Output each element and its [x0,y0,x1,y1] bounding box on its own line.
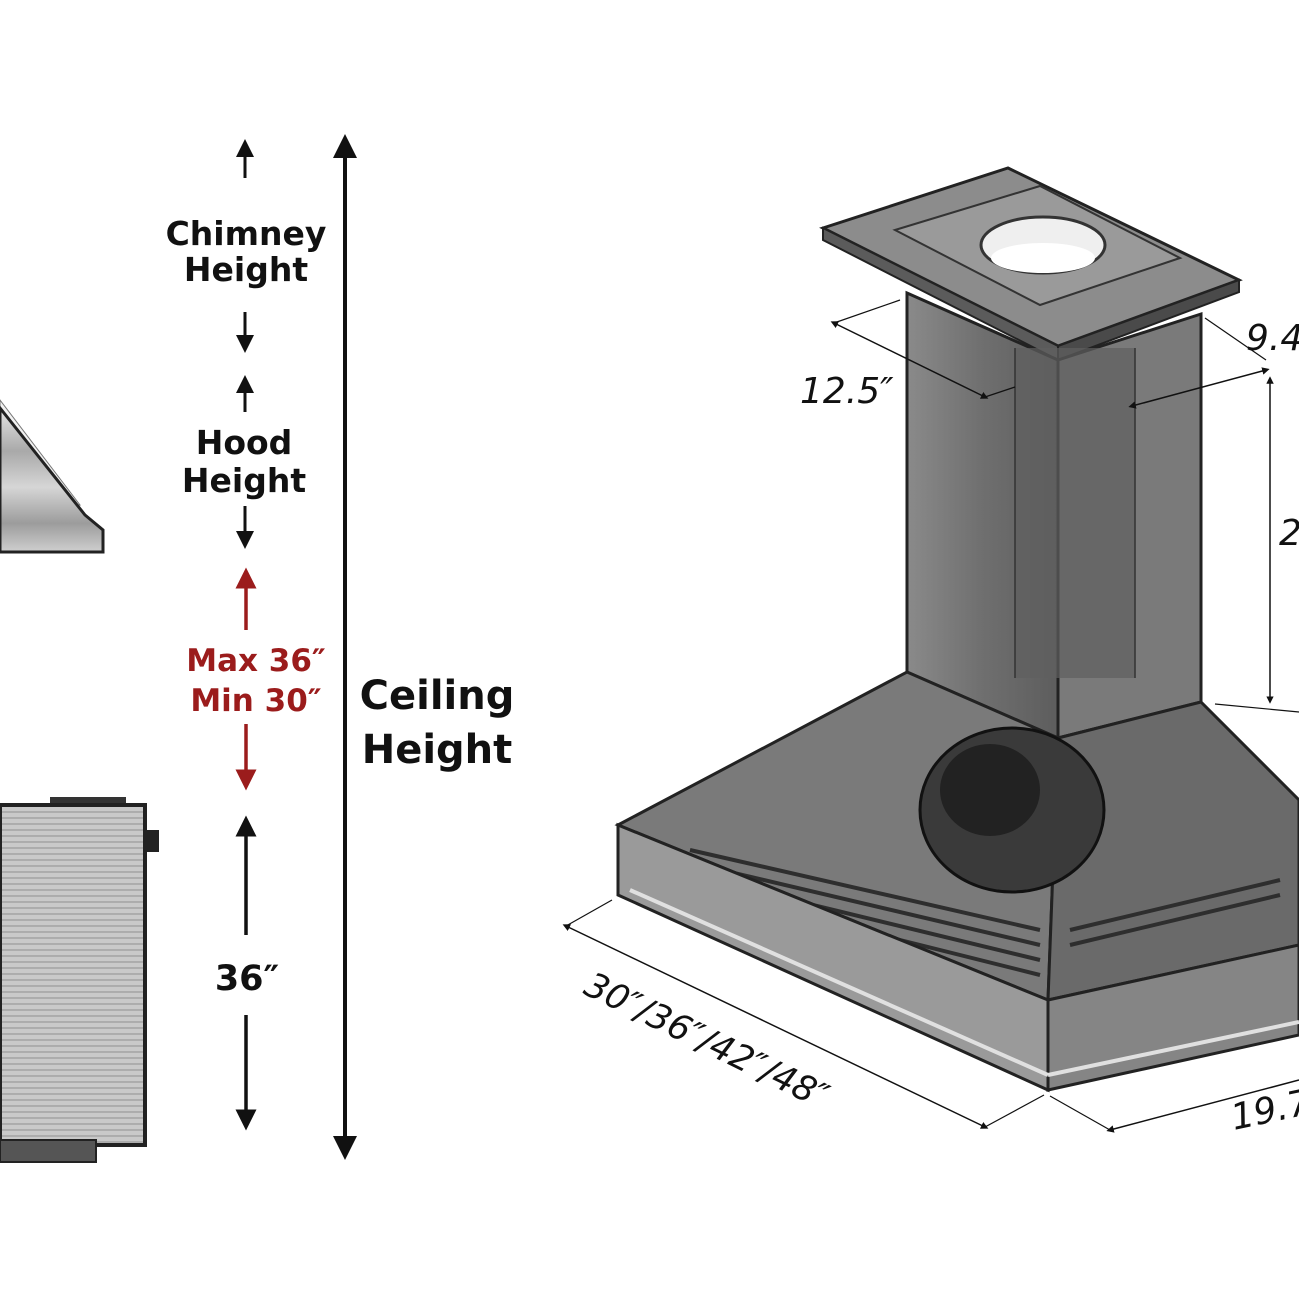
chimney-height-label-line1: Chimney [166,214,327,253]
clearance-min-label: Min 30″ [190,683,321,719]
chimney-height-right-dimension: 2 [1214,376,1299,713]
left-hood-partial [0,399,105,554]
chimney-height-right-label: 2 [1279,513,1299,554]
top-depth-dimension: 9.4 [1128,317,1299,409]
chimney-hood-illustration [614,166,1299,1093]
chimney-height-dimension: Chimney Height [166,139,327,353]
hood-depth-dimension: 19.7 [1049,1079,1299,1139]
left-range-partial [0,797,159,1163]
clearance-dimension: Max 36″ Min 30″ [186,567,326,791]
ceiling-height-label-line1: Ceiling [360,673,515,719]
top-depth-label: 9.4 [1246,318,1299,359]
hood-depth-label: 19.7 [1227,1082,1299,1139]
ceiling-height-label-line2: Height [362,727,513,773]
counter-height-dimension: 36″ [215,815,279,1131]
hood-height-label-line2: Height [182,461,306,500]
hood-height-label-line1: Hood [196,423,293,462]
chimney-height-label-line2: Height [184,250,308,289]
counter-height-label: 36″ [215,959,279,999]
top-width-label: 12.5″ [800,371,894,412]
top-width-dimension: 12.5″ [800,299,1016,412]
ceiling-height-dimension: Ceiling Height [333,134,515,1160]
hood-height-dimension: Hood Height [182,375,306,549]
clearance-max-label: Max 36″ [186,643,326,679]
hood-width-label: 30″/36″/42″/48″ [578,965,834,1117]
